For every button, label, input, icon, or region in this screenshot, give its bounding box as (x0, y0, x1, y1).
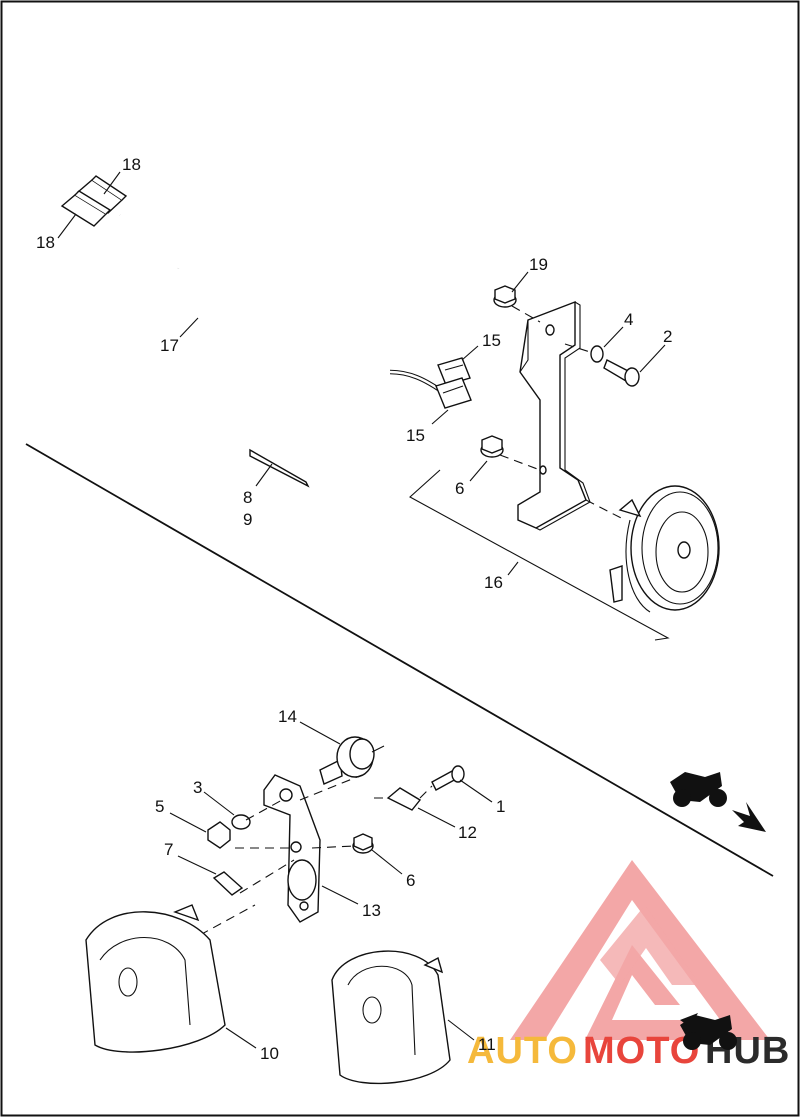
callout-10: 10 (260, 1044, 279, 1063)
watermark-logo: AUTO MOTO HUB (467, 860, 789, 1072)
callout-18-upper: 18 (122, 155, 141, 174)
clip-12 (386, 787, 422, 811)
callout-labels: 18 18 17 15 15 19 4 2 6 8 9 16 14 3 5 7 … (36, 155, 672, 1063)
callout-15-upper: 15 (482, 331, 501, 350)
lower-horn-assembly (85, 736, 465, 1085)
callout-18-lower: 18 (36, 233, 55, 252)
motorcycle-forward-arrow-icon (670, 772, 766, 832)
wire-harness-17 (119, 196, 442, 392)
section-divider-line (25, 443, 774, 877)
callout-14: 14 (278, 707, 297, 726)
connector-18-lower (60, 190, 112, 227)
watermark-auto-text: AUTO (467, 1030, 578, 1072)
flange-nut-19 (493, 285, 517, 308)
acorn-nut-5 (207, 821, 231, 849)
clip-7 (212, 871, 244, 896)
callout-4: 4 (624, 310, 633, 329)
screw-1 (431, 765, 465, 791)
callout-11: 11 (478, 1035, 496, 1054)
callout-3: 3 (193, 778, 202, 797)
callout-13: 13 (362, 901, 381, 920)
flange-nut-6-lower (352, 833, 374, 854)
screw-2 (603, 359, 640, 387)
callout-2: 2 (663, 327, 672, 346)
callout-5: 5 (155, 797, 164, 816)
leader-lines (57, 171, 666, 1049)
terminal-15-lower (435, 377, 472, 409)
horn-upper (609, 485, 720, 613)
horn-11 (331, 950, 451, 1085)
callout-6-upper: 6 (455, 479, 464, 498)
callout-19: 19 (529, 255, 548, 274)
callout-16: 16 (484, 573, 503, 592)
callout-7: 7 (164, 840, 173, 859)
callout-6-lower: 6 (406, 871, 415, 890)
horn-bracket-13 (263, 774, 321, 923)
watermark-triangle-icon (510, 860, 770, 1040)
lock-washer-4 (590, 345, 604, 363)
callout-9: 9 (243, 510, 252, 529)
callout-15-lower: 15 (406, 426, 425, 445)
motorcycle-forward-arrow-icon (680, 1013, 737, 1050)
cable-strap-8-9 (249, 448, 310, 488)
callout-12: 12 (458, 823, 477, 842)
callout-1: 1 (496, 797, 505, 816)
horn-10 (85, 904, 226, 1053)
horn-bracket-assembly (409, 285, 720, 641)
rubber-mount-14 (319, 736, 385, 785)
watermark-moto-text: MOTO (583, 1030, 700, 1072)
washer-3 (231, 814, 251, 830)
callout-17: 17 (160, 336, 179, 355)
callout-8: 8 (243, 488, 252, 507)
flange-nut-6-upper (480, 435, 504, 458)
